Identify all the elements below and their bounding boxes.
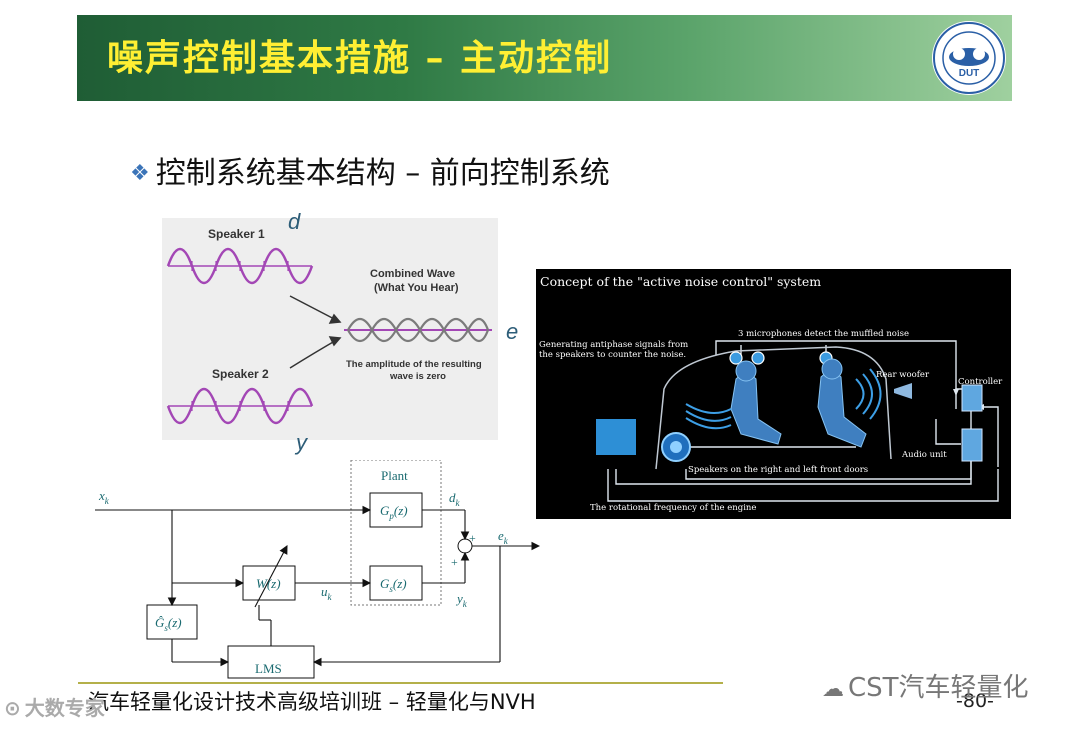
footer-text: 汽车轻量化设计技术高级培训班 – 轻量化与NVH <box>88 690 536 714</box>
gs-label: Gs(z) <box>380 576 407 594</box>
plant-label: Plant <box>381 468 408 483</box>
footer-divider <box>78 682 723 684</box>
amplitude-label-2: wave is zero <box>390 371 446 382</box>
engine-box-icon <box>596 419 636 455</box>
speaker2-label: Speaker 2 <box>212 367 269 381</box>
feedforward-block-diagram: Plant LMS + + Gp(z) Gs(z) W(z) Ĝs(z) xk … <box>95 460 555 680</box>
anc-speakers: Speakers on the right and left front doo… <box>688 465 869 475</box>
anc-rear-woofer: Rear woofer <box>876 370 930 380</box>
ghat-label: Ĝs(z) <box>155 615 182 633</box>
symbol-y: y <box>296 430 307 455</box>
gp-label: Gp(z) <box>380 503 408 521</box>
slide-title: 噪声控制基本措施 – 主动控制 <box>107 37 613 79</box>
page-number: -80- <box>956 690 994 712</box>
wechat-icon: ☁ <box>822 677 844 702</box>
title-bar: 噪声控制基本措施 – 主动控制 DUT <box>77 15 1012 101</box>
sound-wave-icons <box>685 368 882 430</box>
combined-label-1: Combined Wave <box>370 268 456 280</box>
front-speaker-icon <box>661 432 691 462</box>
w-label: W(z) <box>256 576 281 591</box>
ek-label: ek <box>498 528 509 546</box>
amplitude-label-1: The amplitude of the resulting <box>346 359 482 370</box>
symbol-e: e <box>506 319 519 344</box>
lms-label: LMS <box>255 661 282 676</box>
yk-label: yk <box>455 591 468 609</box>
heading-text: 控制系统基本结构 – 前向控制系统 <box>155 156 610 191</box>
logo-text: DUT <box>959 68 980 79</box>
symbol-d: d <box>288 209 301 234</box>
section-heading: ❖控制系统基本结构 – 前向控制系统 <box>130 148 610 192</box>
anc-generating-1: Generating antiphase signals from <box>539 340 689 350</box>
xk-label: xk <box>98 488 110 506</box>
plus-bottom: + <box>451 555 458 569</box>
rear-woofer-icon <box>894 383 912 399</box>
combined-label-2: (What You Hear) <box>374 282 459 294</box>
dk-label: dk <box>449 490 461 508</box>
uk-label: uk <box>321 584 333 602</box>
watermark-right: ☁CST汽车轻量化 <box>822 673 1029 703</box>
speaker1-label: Speaker 1 <box>208 227 265 241</box>
speaker2-wave <box>166 387 314 425</box>
bullet-diamond-icon: ❖ <box>130 161 150 186</box>
anc-rotational: The rotational frequency of the engine <box>590 503 757 513</box>
gp-block <box>369 492 423 528</box>
dut-logo: DUT <box>932 21 1006 95</box>
passenger-figures-icon <box>730 358 867 448</box>
anc-title: Concept of the "active noise control" sy… <box>540 274 822 289</box>
car-outline-icon <box>655 346 892 470</box>
converge-arrows <box>289 295 342 369</box>
audio-unit-box-icon <box>961 428 983 462</box>
plus-top: + <box>469 531 476 545</box>
watermark-left: ⊙大数专家 <box>4 696 105 720</box>
combined-wave <box>344 317 492 343</box>
gs-block <box>369 565 423 601</box>
anc-controller: Controller <box>958 377 1003 387</box>
w-block <box>242 565 296 601</box>
signal-flow-lines <box>607 340 999 502</box>
anc-concept-panel: Concept of the "active noise control" sy… <box>536 269 1011 519</box>
anc-generating-2: the speakers to counter the noise. <box>539 350 687 360</box>
wave-figure: Speaker 1 Speaker 2 Combined Wave (What … <box>162 218 498 440</box>
microphone-icons <box>729 351 833 365</box>
speaker1-wave <box>166 247 314 285</box>
anc-audio-unit: Audio unit <box>902 450 947 460</box>
anc-microphones: 3 microphones detect the muffled noise <box>738 329 910 339</box>
controller-box-icon <box>961 384 983 412</box>
plant-box <box>350 460 442 606</box>
watermark-logo-icon: ⊙ <box>4 696 21 720</box>
